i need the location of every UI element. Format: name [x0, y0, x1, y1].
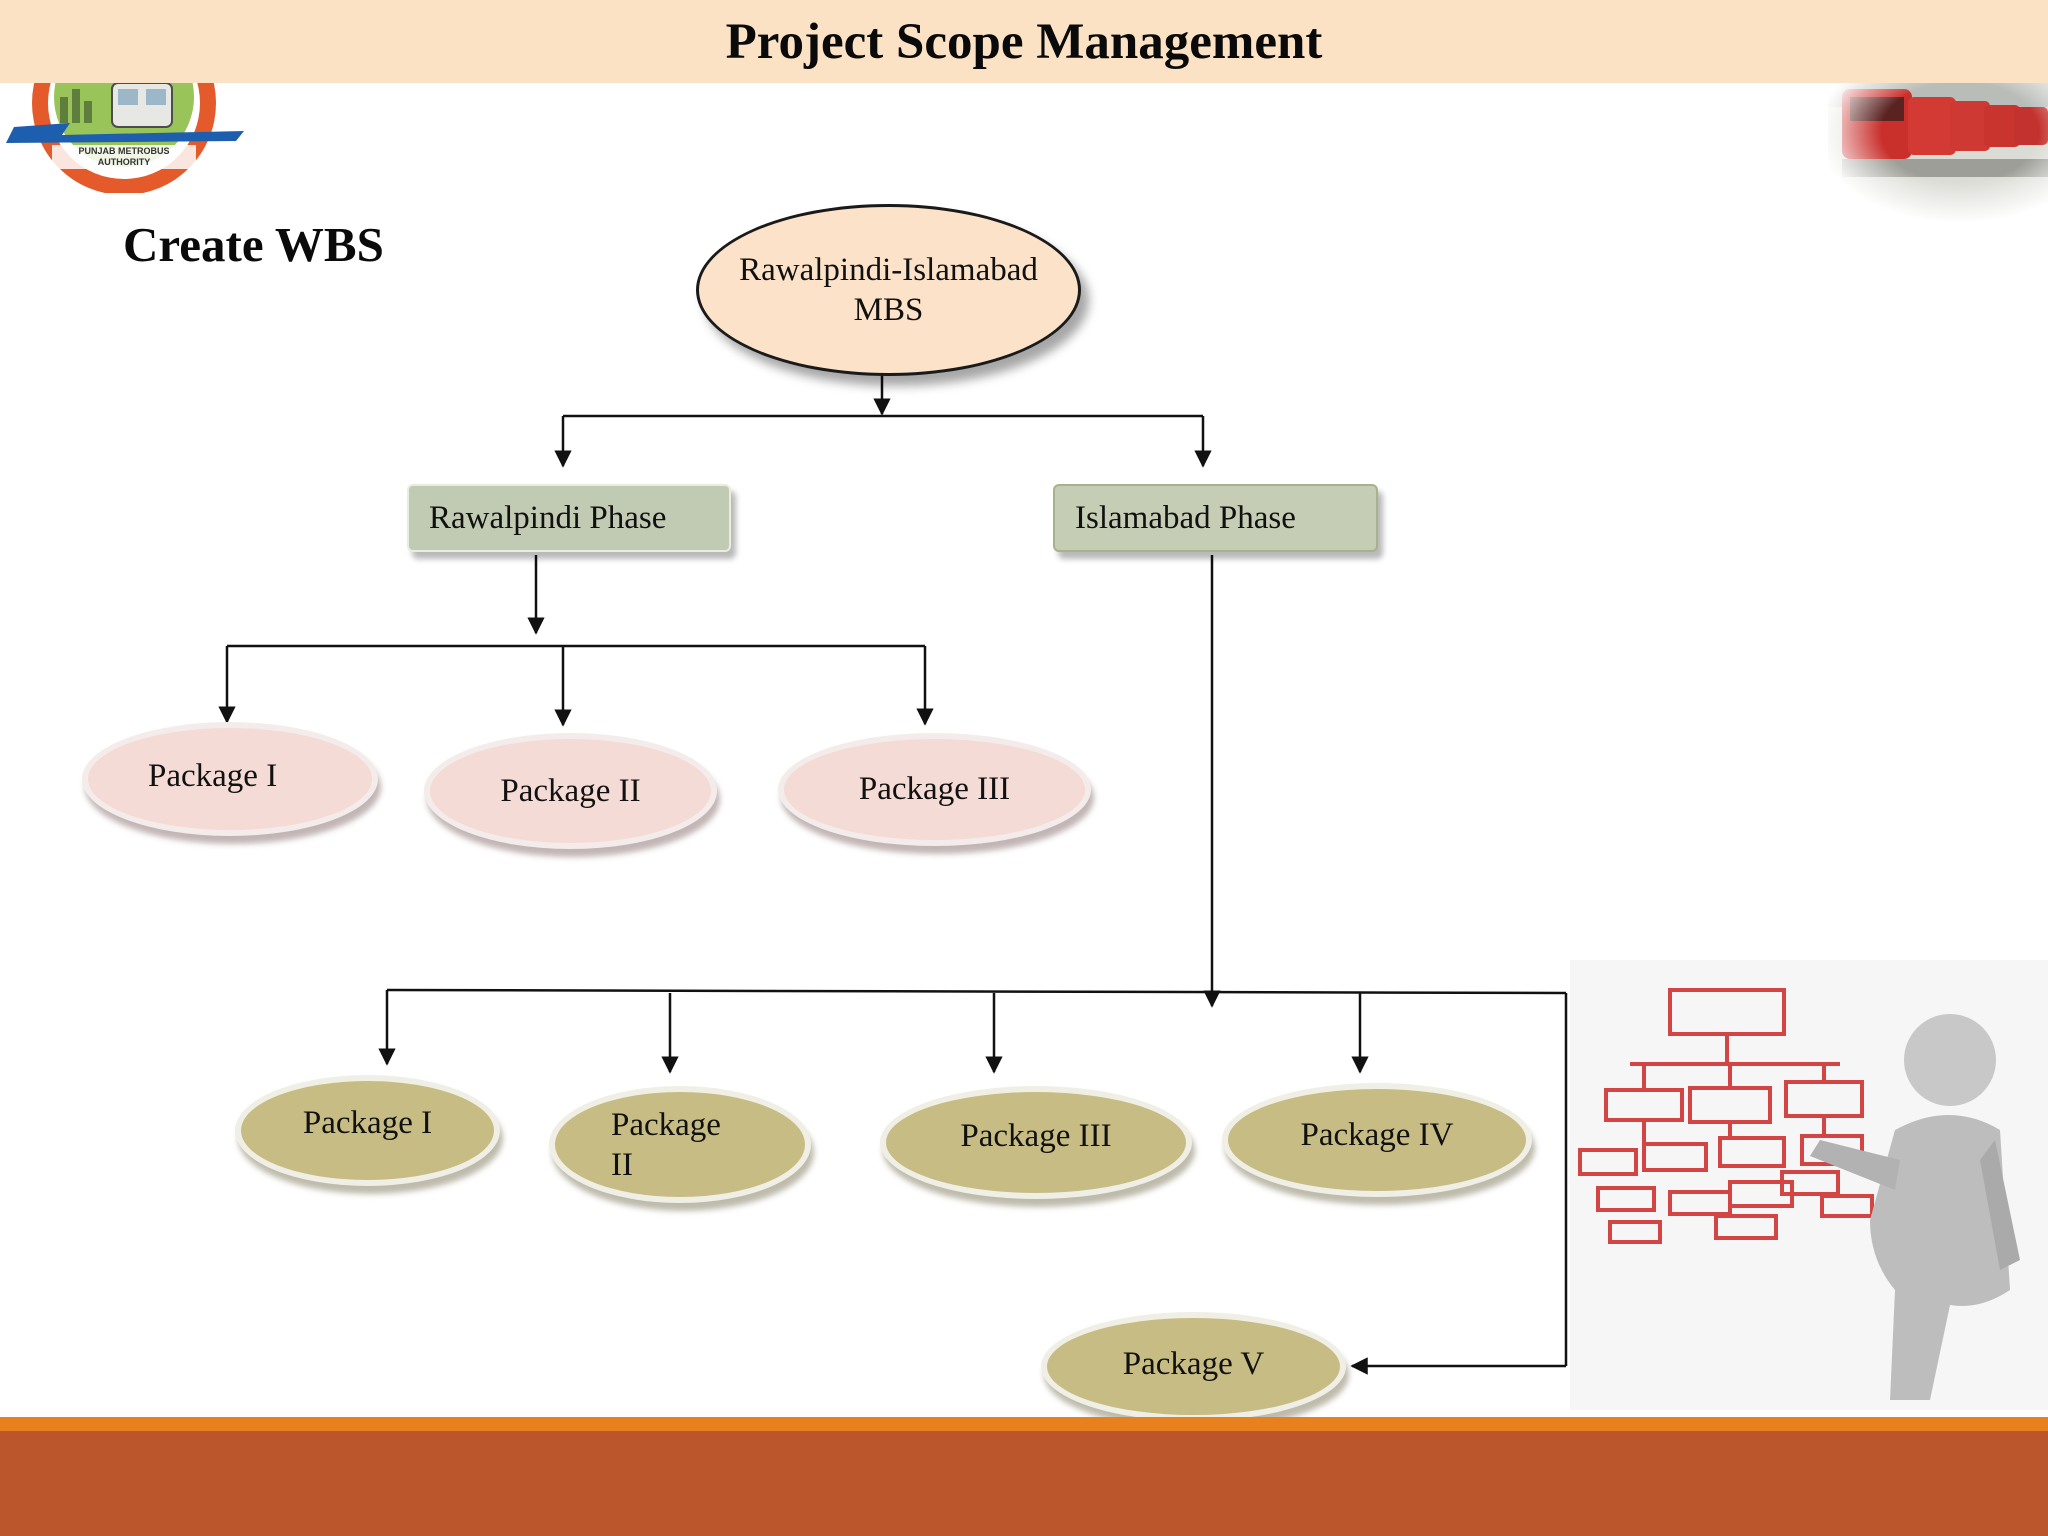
rawalpindi-package-label: Package I: [148, 758, 278, 794]
islamabad-phase-label: Islamabad Phase: [1075, 500, 1296, 536]
islamabad-package-label: Package V: [1122, 1346, 1265, 1382]
islamabad-package-node: Package III: [880, 1086, 1192, 1199]
bus-fleet-photo: [1828, 83, 2048, 223]
rawalpindi-phase-label: Rawalpindi Phase: [429, 500, 667, 536]
rawalpindi-package-node: Package I: [82, 722, 378, 836]
islamabad-package-node: Package II: [549, 1086, 811, 1203]
connector-isl-bus: [386, 988, 1567, 995]
islamabad-package-label: Package IV: [1300, 1117, 1454, 1153]
islamabad-package-node: Package IV: [1222, 1083, 1532, 1197]
islamabad-package-node: Package I: [235, 1075, 500, 1186]
islamabad-package-label: Package I: [302, 1105, 433, 1141]
org-chart-figure-illustration: [1570, 960, 2048, 1410]
wbs-root-node: Rawalpindi-Islamabad MBS: [696, 204, 1081, 376]
logo-text-line2: AUTHORITY: [98, 157, 151, 167]
wbs-root-label: Rawalpindi-Islamabad MBS: [739, 252, 1038, 328]
footer-accent-line: [0, 1417, 2048, 1431]
islamabad-package-label: Package II: [611, 1106, 721, 1183]
rawalpindi-package-node: Package II: [424, 733, 717, 849]
islamabad-phase-node: Islamabad Phase: [1053, 484, 1378, 552]
pma-logo: PUNJAB METROBUS AUTHORITY: [6, 83, 244, 193]
logo-text-line1: PUNJAB METROBUS: [78, 146, 169, 156]
slide-subtitle: Create WBS: [123, 217, 384, 272]
rawalpindi-package-label: Package III: [858, 771, 1011, 807]
islamabad-package-label: Package III: [960, 1118, 1112, 1154]
rawalpindi-phase-node: Rawalpindi Phase: [407, 484, 731, 552]
header-band: [0, 0, 2048, 83]
islamabad-package-node: Package V: [1041, 1312, 1346, 1421]
rawalpindi-package-label: Package II: [500, 773, 641, 809]
rawalpindi-package-node: Package III: [778, 733, 1091, 846]
footer-band: [0, 1431, 2048, 1536]
page-title: Project Scope Management: [725, 14, 1323, 70]
